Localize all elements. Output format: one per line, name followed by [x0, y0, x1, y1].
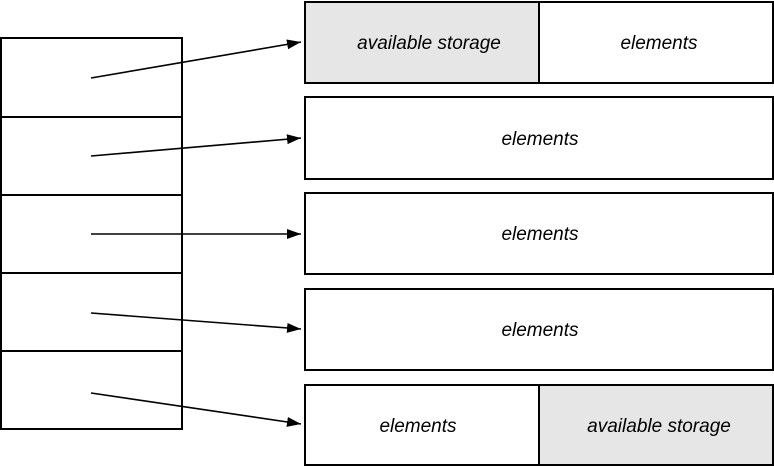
elements-label: elements: [620, 33, 698, 54]
available-storage-segment: [304, 1, 540, 84]
block-5: elements available storage: [304, 384, 774, 466]
block-1: available storage elements: [304, 1, 774, 84]
available-storage-label: available storage: [587, 416, 731, 437]
block-2: elements: [304, 96, 774, 180]
elements-label: elements: [501, 320, 579, 341]
block-4: elements: [304, 288, 774, 371]
available-storage-segment: [538, 384, 774, 466]
pointer-arrow: [90, 392, 302, 427]
elements-segment: [538, 1, 774, 84]
map-cell: [0, 272, 183, 352]
pointer-arrows: [90, 39, 302, 427]
available-storage-label: available storage: [357, 33, 501, 54]
elements-segment: [304, 288, 774, 371]
pointer-arrow: [90, 312, 302, 333]
elements-segment: [304, 96, 774, 180]
pointer-arrow: [90, 39, 302, 79]
elements-label: elements: [379, 416, 457, 437]
elements-label: elements: [501, 224, 579, 245]
map-cell: [0, 350, 183, 430]
pointer-arrow: [90, 134, 302, 157]
elements-segment: [304, 192, 774, 275]
elements-label: elements: [501, 129, 579, 150]
block-3: elements: [304, 192, 774, 275]
